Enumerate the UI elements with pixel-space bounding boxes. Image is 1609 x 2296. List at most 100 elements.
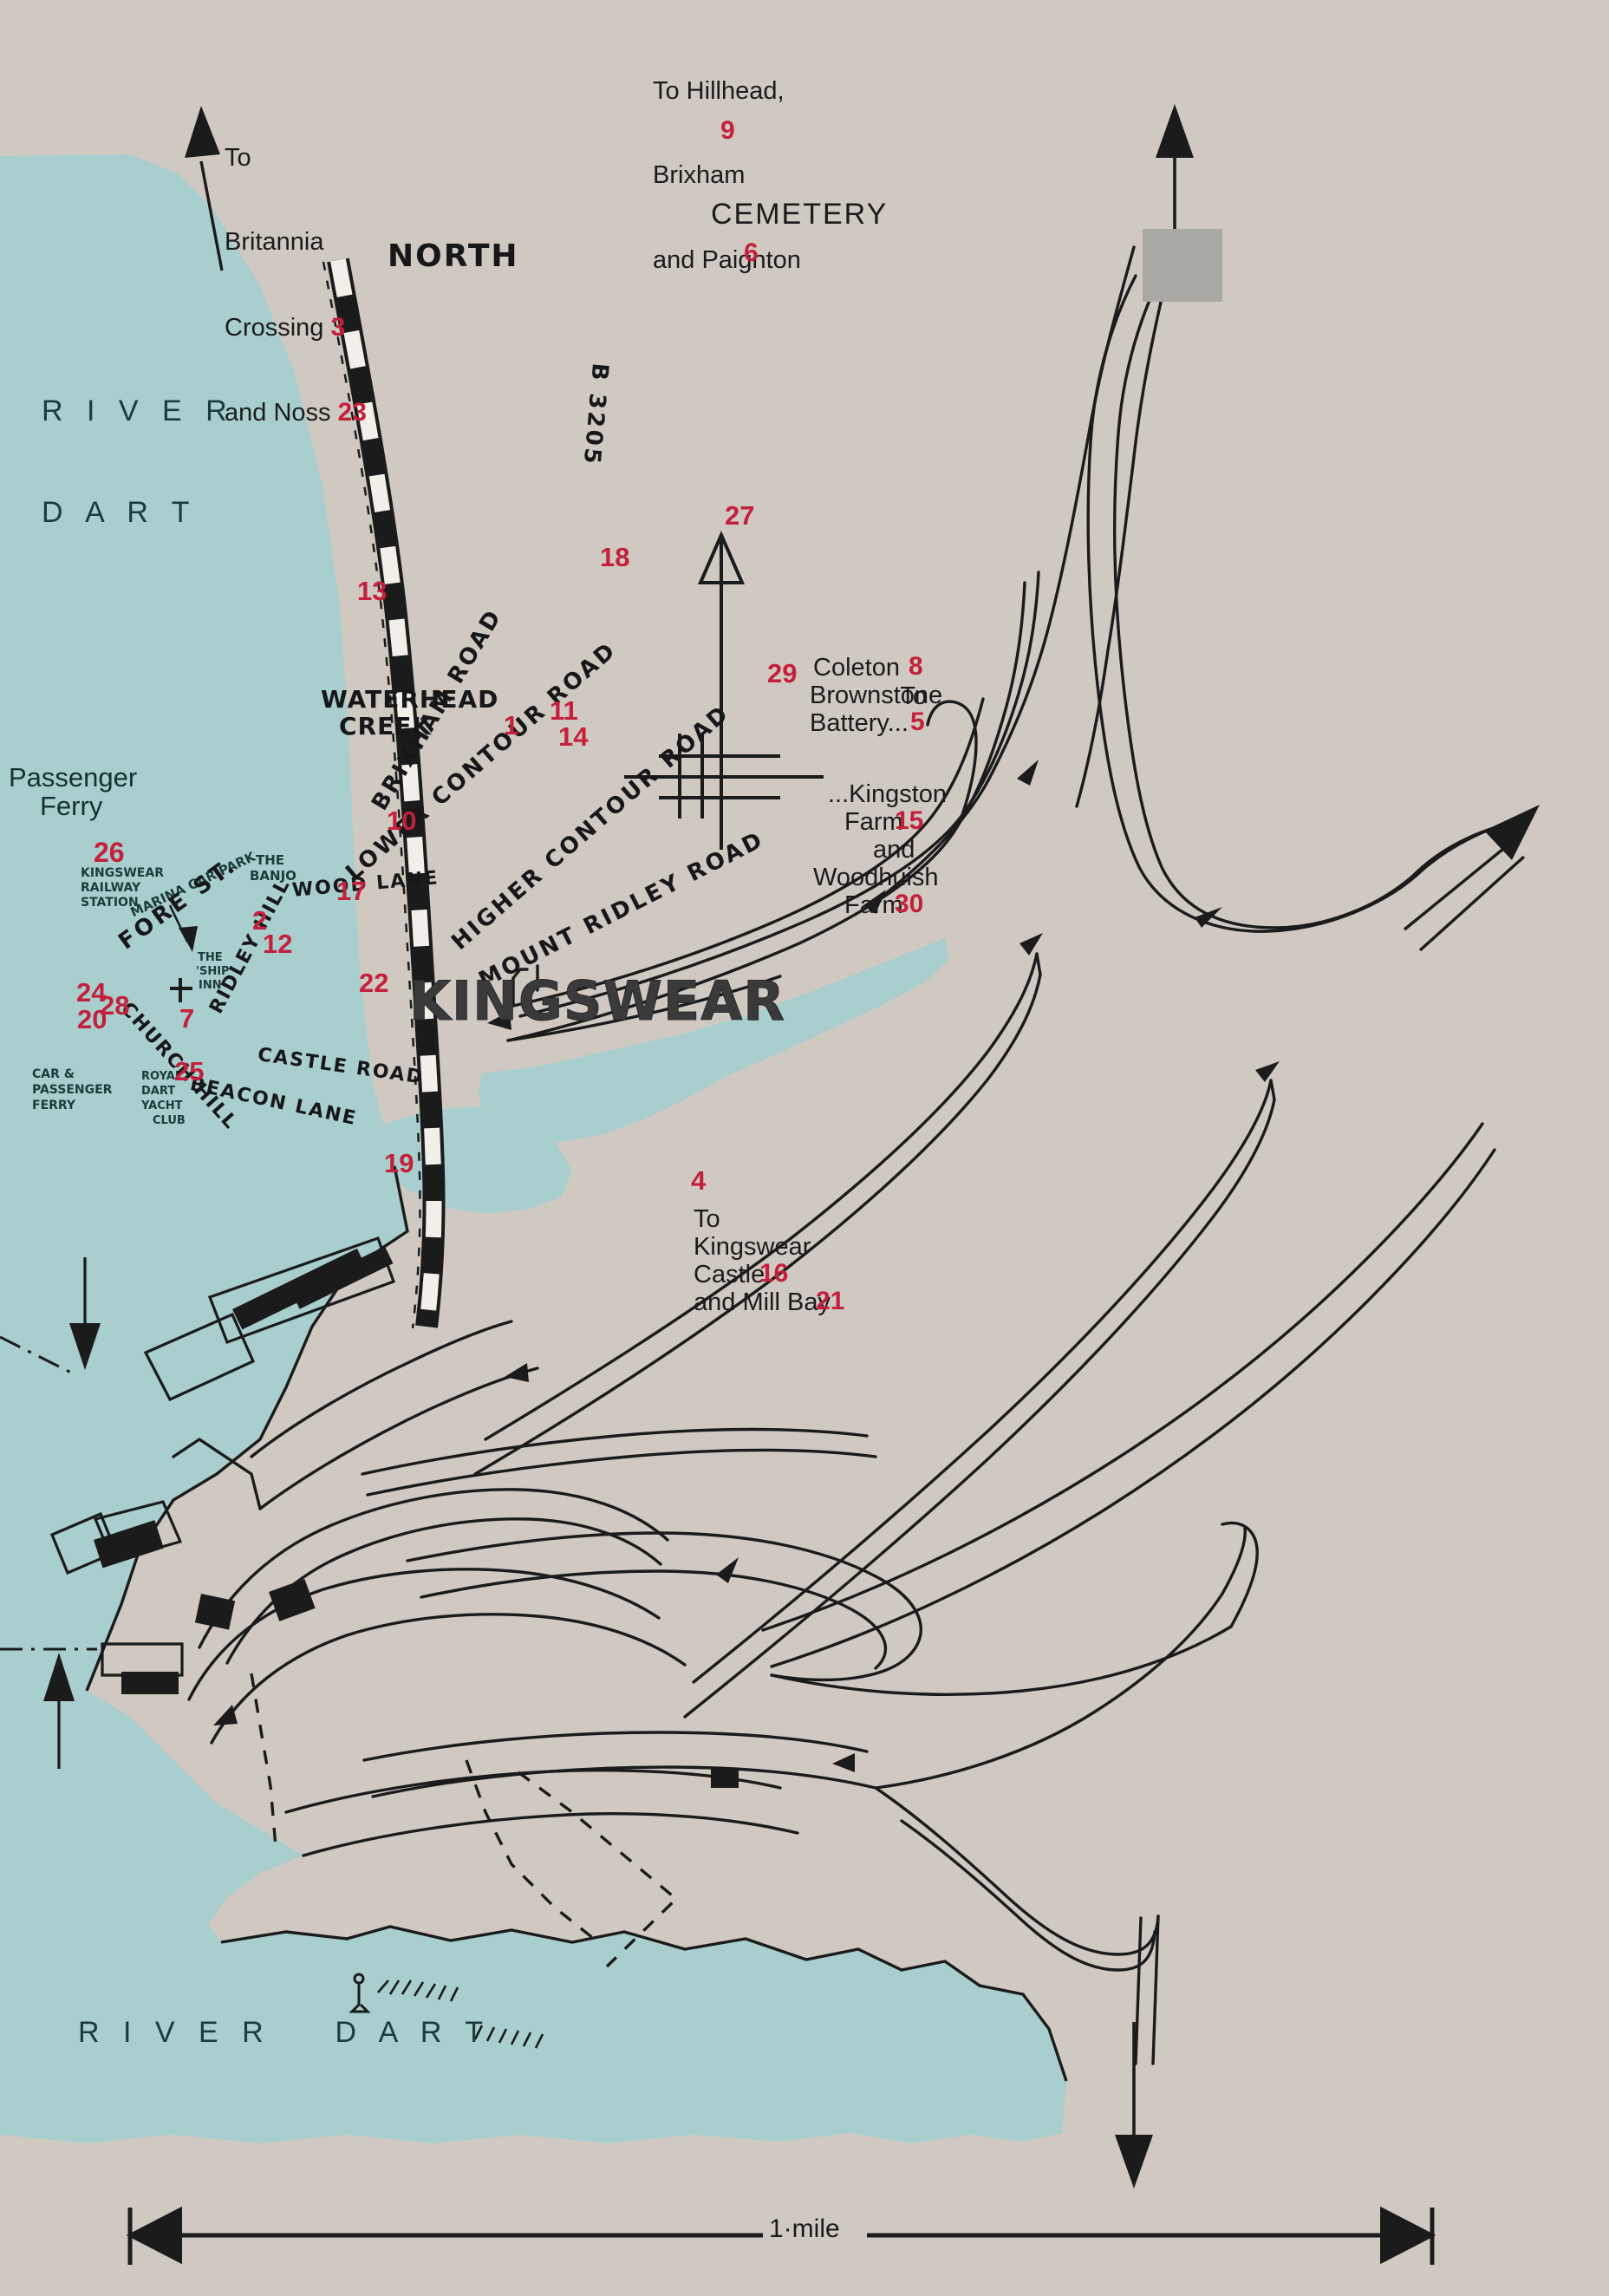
road-ridley-hill-outer [198,1488,669,1649]
key-ref-15: 15 [895,806,924,835]
ship-inn-label2: 'SHIP' [196,965,233,978]
note-line-kingston: ...Kingston [828,780,948,808]
road-lower-contour-bot [473,973,1042,1476]
note-line-farm2: Farm [844,891,903,919]
passenger-ferry-label2: Ferry [40,791,103,821]
waterhead-creek-label2: CREEK [339,712,433,740]
road-kingswear-east-3 [1221,1521,1259,1628]
key-ref-10: 10 [387,806,417,836]
key-ref-24: 24 [76,977,107,1008]
yacht-club-label4: CLUB [153,1114,186,1127]
note-line: To Hillhead, [653,76,785,105]
offmap-arrows [0,104,1540,2188]
railway-station-label3: STATION [81,896,139,910]
cliff-hatching [377,1980,544,2049]
key-ref-29: 29 [767,658,798,688]
key-ref-4: 4 [691,1165,707,1196]
road-mount-ridley-top [761,1122,1484,1632]
key-ref-2: 2 [252,905,268,936]
road-south-leg-2 [1134,1916,1143,2065]
note-line-woodhuish: Woodhuish [813,864,939,891]
note-line: To [225,143,251,172]
key-ref-7: 7 [179,1003,195,1034]
note-line: Britannia [225,228,324,257]
road-castle-road-bot [371,1765,877,1798]
scale-bar [126,2206,1436,2265]
page-title: KINGSWEAR [408,969,786,1033]
river-label-top: R I V E R [42,395,235,427]
key-ref-9: 9 [720,116,735,145]
road-b3205-east [1075,251,1174,808]
note-line-brownstone: Brownstone [810,682,943,709]
note-line-castle: Castle [694,1261,765,1288]
river-dart-water [0,154,1066,2143]
road-wood-lane-bot [366,1448,877,1497]
note-line: and Paignton [653,245,801,274]
key-ref-18: 18 [600,542,630,572]
note-line-to: To [694,1205,720,1233]
road-church-hill-b [210,1613,687,1745]
road-quay-edge [172,1438,262,1510]
railway-station-label2: RAILWAY [81,881,141,895]
footpaths [250,1673,679,1968]
road-kingswear-east-2 [874,1592,1224,1790]
note-line-battery: Battery... [810,709,909,737]
ship-inn-label: THE [198,951,223,964]
road-higher-contour-top [692,1079,1273,1684]
road-higher-contour-bot [683,1098,1276,1719]
road-creek-loop [926,700,978,817]
road-creek-head-1 [506,975,782,1042]
road-south-leg-1 [1151,1914,1160,2065]
key-ref-12: 12 [263,929,293,959]
compass-rose [624,530,824,850]
road-kingswear-east-1 [770,1625,1233,1696]
cemetery-block [1143,229,1222,302]
road-13-spur-hook [511,968,529,1008]
key-ref-14: 14 [558,721,589,752]
railway-station-label: KINGSWEAR [81,866,164,880]
key-ref-3: 3 [330,312,346,342]
quay-outlines [49,1236,396,1677]
road-22-loop-outer [406,1531,922,1682]
road-fore-st-s [258,1367,539,1510]
railway-line [322,258,446,1329]
key-ref-5: 5 [910,708,925,736]
key-ref-17: 17 [336,876,367,906]
road-13-spur-top [511,697,985,1008]
direction-note-britannia: To Britannia Crossing 3 and Noss 23 [225,88,367,484]
note-line: Crossing [225,313,324,342]
road-east-loop-outer [1113,251,1415,929]
dart-label-top: D A R T [42,496,198,529]
road-beacon-lane-bot [302,1812,799,1857]
coastline-south [220,1925,1068,2082]
key-ref-26: 26 [94,837,125,868]
road-castle-road-top [362,1731,869,1762]
scale-label: 1·mile [769,2214,840,2243]
road-direction-arrows [213,760,1280,1772]
waterhead-creek-water [479,938,949,1145]
key-ref-22: 22 [359,968,389,998]
road-lower-contour-tip [1035,952,1042,976]
ship-inn-label3: INN [199,979,222,992]
key-ref-11: 11 [550,695,578,726]
river-dart-label-bottom: R I V E R D A R T [78,2016,492,2049]
key-ref-19: 19 [384,1148,414,1178]
road-wood-lane-top [361,1427,869,1476]
yacht-club-label3: YACHT [141,1099,183,1112]
direction-note-coleton: To [810,626,927,766]
key-ref-28: 28 [100,990,130,1021]
church-cross-icon [170,978,192,1002]
road-mount-ridley-bot [770,1148,1496,1668]
yacht-club-label2: DART [141,1085,176,1098]
car-ferry-label3: FERRY [32,1099,76,1112]
road-higher-contour-tip [1269,1079,1276,1101]
key-ref-1: 1 [504,710,519,740]
beacon-icon [349,1973,371,2013]
key-ref-27: 27 [725,500,755,531]
note-line: and Noss [225,399,331,427]
direction-note-hillhead: To Hillhead, Brixham and Paignton [653,21,801,330]
car-ferry-label2: PASSENGER [32,1083,113,1097]
compass-north-label: NORTH [388,238,519,274]
key-ref-13: 13 [357,576,388,606]
